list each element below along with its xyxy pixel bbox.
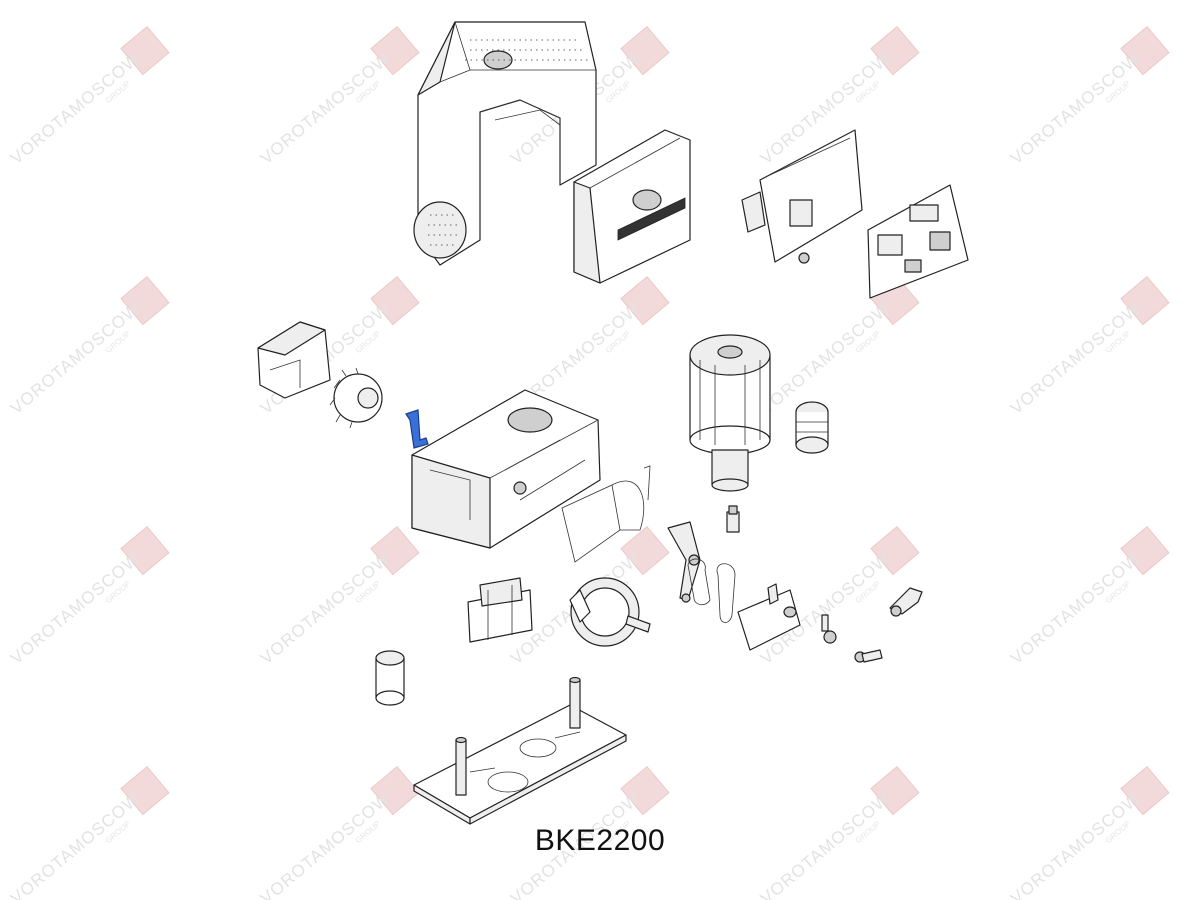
watermark-logo-icon <box>370 275 420 326</box>
lock-cylinder[interactable] <box>821 614 837 644</box>
anchor-bolt-left[interactable] <box>455 736 467 796</box>
release-key[interactable] <box>889 587 923 617</box>
watermark-logo-icon <box>120 525 170 576</box>
transformer[interactable] <box>467 577 533 643</box>
model-label: BKE2200 <box>534 824 666 857</box>
watermark-logo-icon <box>620 525 670 576</box>
highlighted-release-clip[interactable] <box>405 409 429 449</box>
watermark-logo-icon <box>1120 525 1170 576</box>
watermark-logo-icon <box>870 525 920 576</box>
watermark-logo-icon <box>120 275 170 326</box>
encoder-lever[interactable] <box>667 521 701 603</box>
watermark-logo-icon <box>1120 765 1170 816</box>
fixing-screw[interactable] <box>854 649 883 663</box>
watermark-logo-icon <box>1120 275 1170 326</box>
bushing[interactable] <box>375 650 405 706</box>
release-door[interactable] <box>737 583 801 651</box>
watermark-logo-icon <box>370 25 420 76</box>
end-cap[interactable] <box>257 321 331 399</box>
watermark-logo-icon <box>1120 25 1170 76</box>
output-gear[interactable] <box>569 577 651 647</box>
watermark-logo-icon <box>370 525 420 576</box>
watermark-logo-icon <box>870 25 920 76</box>
watermark-logo-icon <box>620 765 670 816</box>
limit-switch-connector[interactable] <box>726 505 740 533</box>
watermark-logo-icon <box>870 765 920 816</box>
worm-pulley[interactable] <box>795 401 829 454</box>
control-board-bracket[interactable] <box>741 129 863 264</box>
watermark-logo-icon <box>120 25 170 76</box>
drive-pinion[interactable] <box>329 367 383 429</box>
drive-belt[interactable] <box>687 558 736 623</box>
front-cover[interactable] <box>573 129 691 284</box>
watermark-logo-icon <box>620 25 670 76</box>
gearmotor-body[interactable] <box>411 389 601 549</box>
electric-motor[interactable] <box>689 334 771 492</box>
anchor-bolt-right[interactable] <box>569 676 581 729</box>
watermark-logo-icon <box>620 275 670 326</box>
control-board[interactable] <box>867 184 969 299</box>
top-cover-housing[interactable] <box>413 21 597 266</box>
anchoring-plate[interactable] <box>413 704 627 825</box>
watermark-logo-icon <box>370 765 420 816</box>
watermark-logo-icon <box>120 765 170 816</box>
gasket[interactable] <box>561 465 651 563</box>
